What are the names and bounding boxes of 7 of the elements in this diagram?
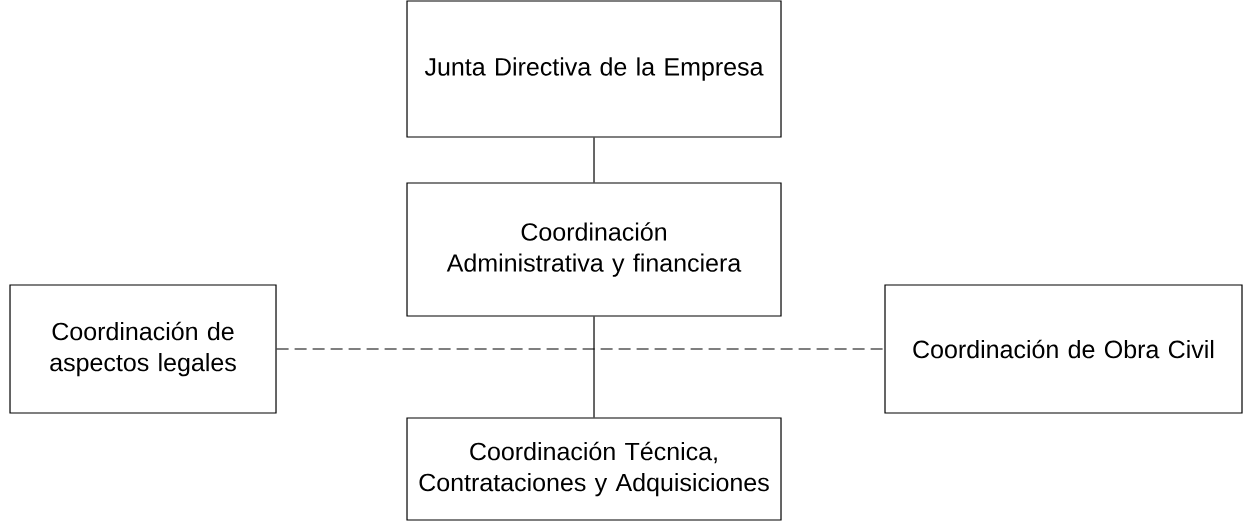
org-box: Coordinación Técnica, Contrataciones y Adquisiciones [406, 417, 782, 521]
org-box: Junta Directiva de la Empresa [406, 0, 782, 138]
connector-line [593, 137, 595, 183]
connector-line [593, 316, 595, 418]
org-box: Coordinación Administrativa y financiera [406, 182, 782, 317]
org-box: Coordinación de aspectos legales [9, 284, 277, 414]
org-box: Coordinación de Obra Civil [884, 284, 1243, 414]
